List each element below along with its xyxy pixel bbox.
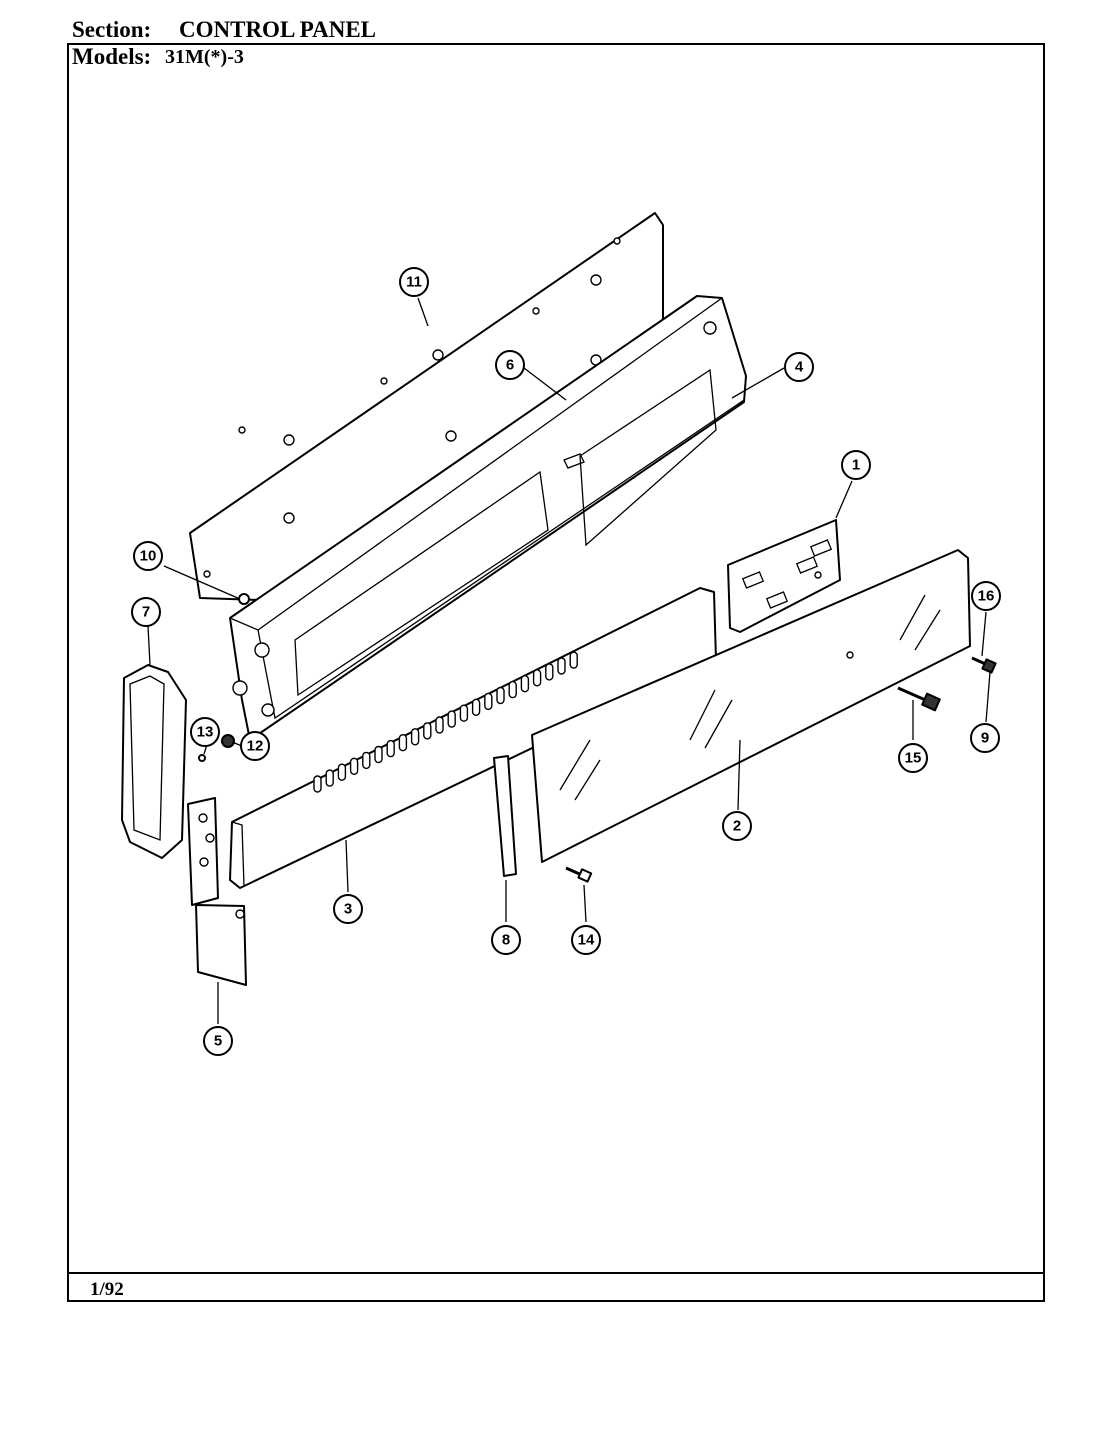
- models-value: 31M(*)-3: [165, 46, 244, 68]
- section-label: Section:: [72, 17, 152, 42]
- callout-13: 13: [190, 717, 220, 747]
- svg-text:5: 5: [214, 1033, 222, 1050]
- callout-9: 9: [970, 723, 1000, 753]
- svg-text:10: 10: [140, 548, 157, 565]
- nut-part-10: [238, 593, 250, 605]
- screw-part-14: [565, 866, 593, 883]
- callout-12: 12: [240, 731, 270, 761]
- svg-text:13: 13: [197, 724, 214, 741]
- vent-slot: [459, 704, 469, 722]
- callout-8: 8: [491, 925, 521, 955]
- svg-text:2: 2: [733, 818, 741, 835]
- vent-slot: [545, 663, 554, 681]
- callout-1: 1: [841, 450, 871, 480]
- vent-slot: [471, 698, 481, 716]
- screw-part-15: [897, 686, 941, 712]
- vent-slot: [337, 763, 347, 781]
- svg-text:14: 14: [578, 932, 595, 949]
- screw-part-9: [971, 656, 997, 674]
- revision-date: 1/92: [90, 1279, 124, 1300]
- vent-slot: [532, 669, 542, 687]
- callout-6: 6: [495, 350, 525, 380]
- svg-text:1: 1: [852, 457, 860, 474]
- vent-slot: [362, 751, 371, 770]
- callout-5: 5: [203, 1026, 233, 1056]
- vent-slots: [313, 651, 578, 793]
- glass-panel-part-2: [531, 549, 971, 863]
- vent-slot: [423, 722, 432, 740]
- vent-slot: [435, 716, 444, 734]
- vent-slot: [374, 745, 383, 764]
- vent-slot: [447, 710, 456, 728]
- svg-text:11: 11: [406, 274, 422, 291]
- svg-text:6: 6: [506, 357, 514, 374]
- vent-slot: [496, 686, 505, 705]
- screw-part-12: [221, 734, 235, 748]
- vent-slot: [569, 651, 578, 669]
- footer-divider: [67, 1272, 1045, 1274]
- callout-15: 15: [898, 743, 928, 773]
- svg-text:7: 7: [142, 604, 150, 621]
- vent-slot: [520, 675, 530, 693]
- vent-slot: [508, 680, 517, 699]
- callout-2: 2: [722, 811, 752, 841]
- vent-slot: [386, 739, 395, 758]
- callout-7: 7: [131, 597, 161, 627]
- console-housing-part-4: [229, 295, 747, 741]
- callout-3: 3: [333, 894, 363, 924]
- callout-11: 11: [399, 267, 429, 297]
- side-bracket-part-5: [187, 797, 247, 986]
- vent-slot: [410, 728, 420, 746]
- svg-text:16: 16: [978, 588, 995, 605]
- svg-text:8: 8: [502, 932, 510, 949]
- callout-4: 4: [784, 352, 814, 382]
- vent-slot: [325, 769, 334, 787]
- diagram-frame: [67, 43, 1045, 1302]
- svg-text:15: 15: [905, 750, 922, 767]
- vent-slot: [557, 657, 566, 675]
- models-label: Models:: [72, 44, 152, 69]
- end-cap-part-7: [121, 664, 187, 859]
- svg-text:4: 4: [795, 359, 804, 376]
- trim-panel-part-3: [229, 587, 717, 889]
- strip-part-8: [493, 755, 517, 877]
- svg-text:9: 9: [981, 730, 989, 747]
- callout-14: 14: [571, 925, 601, 955]
- svg-text:12: 12: [247, 738, 264, 755]
- vent-slot: [398, 734, 408, 752]
- section-title: CONTROL PANEL: [179, 17, 377, 42]
- vent-slot: [484, 692, 493, 711]
- bracket-part-1: [727, 519, 841, 633]
- svg-text:3: 3: [344, 901, 352, 918]
- callout-16: 16: [971, 581, 1001, 611]
- callout-10: 10: [133, 541, 163, 571]
- screw-part-13: [198, 754, 206, 762]
- vent-slot: [313, 775, 322, 793]
- vent-slot: [349, 757, 359, 775]
